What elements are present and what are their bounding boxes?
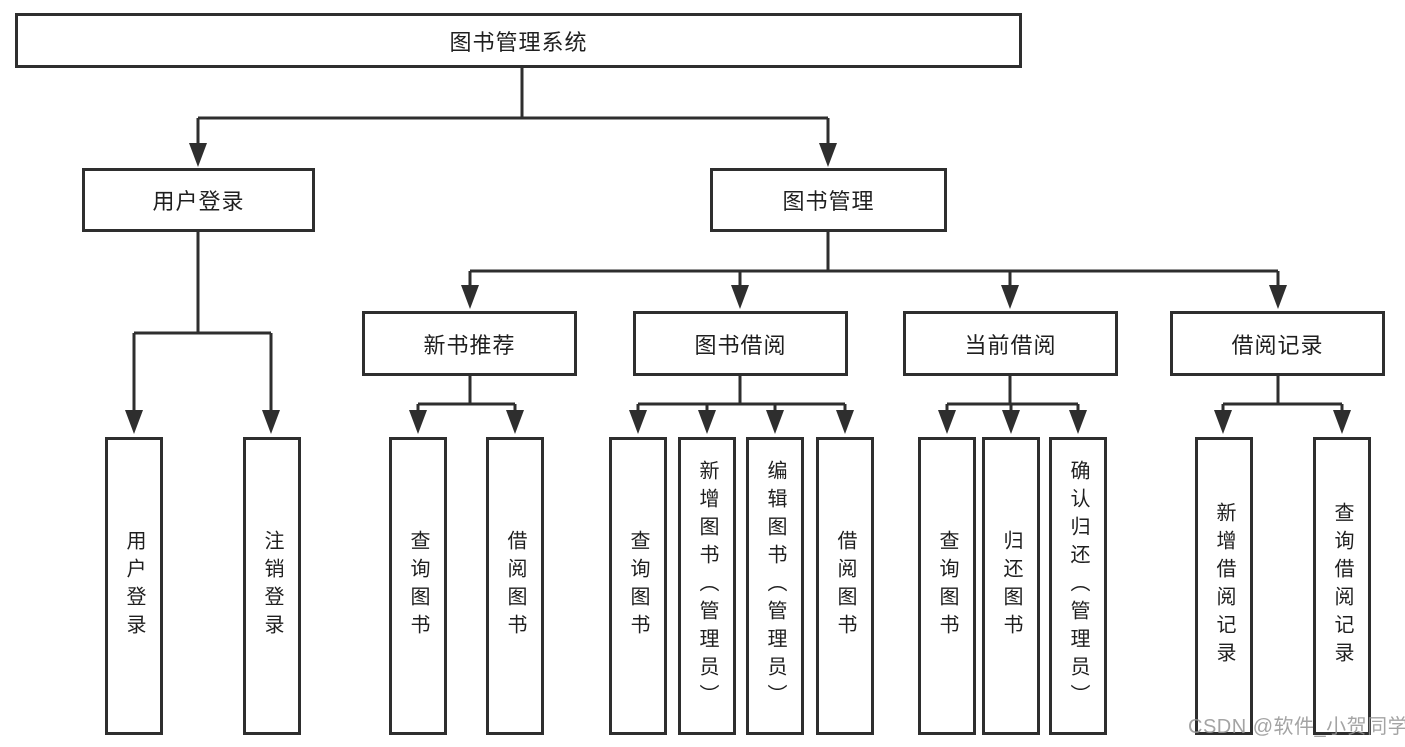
watermark: CSDN @软件_小贺同学 [1188, 716, 1405, 738]
node-user-login: 用户登录 [82, 168, 315, 232]
node-label: 图书管理系统 [449, 29, 588, 55]
leaf-current-query-books: 查询图书 [918, 437, 976, 735]
leaf-label: 编辑图书（管理员） [764, 460, 786, 712]
leaf-label: 借阅图书 [504, 530, 526, 642]
leaf-label: 注销登录 [261, 530, 283, 642]
node-new-book-recommend: 新书推荐 [362, 311, 577, 376]
node-book-management: 图书管理 [710, 168, 947, 232]
node-label: 借阅记录 [1231, 332, 1324, 358]
node-current-borrowing: 当前借阅 [903, 311, 1118, 376]
leaf-current-confirm-return-admin: 确认归还（管理员） [1049, 437, 1107, 735]
leaf-label: 新增借阅记录 [1213, 502, 1235, 670]
leaf-records-query-record: 查询借阅记录 [1313, 437, 1371, 735]
leaf-logout: 注销登录 [243, 437, 301, 735]
leaf-newrec-borrow-books: 借阅图书 [486, 437, 544, 735]
node-borrowing-records: 借阅记录 [1170, 311, 1385, 376]
leaf-borrowing-query-books: 查询图书 [609, 437, 667, 735]
node-label: 用户登录 [152, 189, 245, 214]
node-label: 当前借阅 [964, 332, 1057, 358]
leaf-borrowing-edit-books-admin: 编辑图书（管理员） [746, 437, 804, 735]
leaf-label: 归还图书 [1000, 530, 1022, 642]
leaf-borrowing-add-books-admin: 新增图书（管理员） [678, 437, 736, 735]
leaf-label: 查询借阅记录 [1331, 502, 1353, 670]
leaf-label: 查询图书 [936, 530, 958, 642]
leaf-newrec-query-books: 查询图书 [389, 437, 447, 735]
leaf-records-add-record: 新增借阅记录 [1195, 437, 1253, 735]
node-label: 新书推荐 [423, 332, 516, 358]
leaf-current-return-books: 归还图书 [982, 437, 1040, 735]
leaf-label: 用户登录 [123, 530, 145, 642]
leaf-label: 借阅图书 [834, 530, 856, 642]
leaf-label: 新增图书（管理员） [696, 460, 718, 712]
node-label: 图书管理 [782, 189, 875, 214]
node-system-root: 图书管理系统 [15, 13, 1022, 68]
leaf-user-login: 用户登录 [105, 437, 163, 735]
node-book-borrowing: 图书借阅 [633, 311, 848, 376]
leaf-borrowing-borrow-books: 借阅图书 [816, 437, 874, 735]
node-label: 图书借阅 [694, 332, 787, 358]
leaf-label: 查询图书 [407, 530, 429, 642]
leaf-label: 确认归还（管理员） [1067, 460, 1089, 712]
leaf-label: 查询图书 [627, 530, 649, 642]
